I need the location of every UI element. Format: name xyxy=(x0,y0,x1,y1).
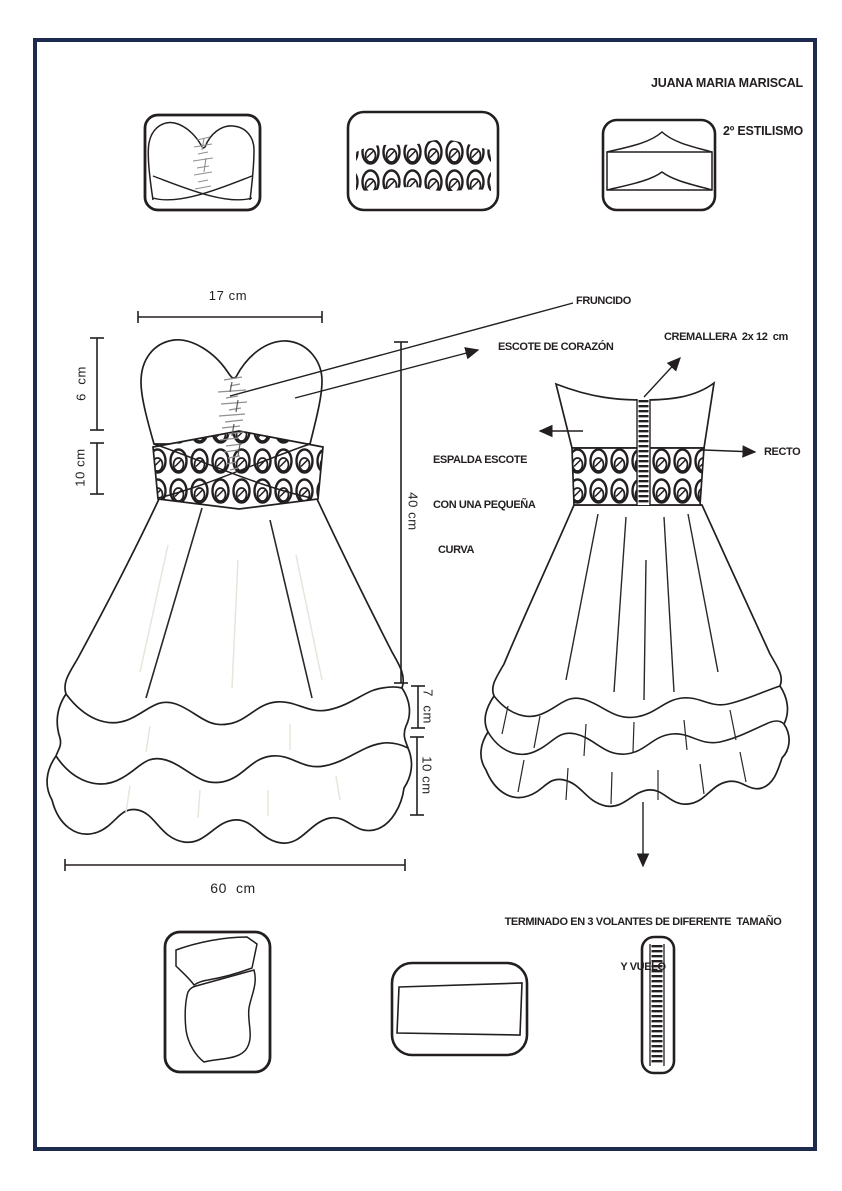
detail-box-skirt-panel xyxy=(390,961,529,1057)
dim-line-10cm-right xyxy=(410,736,424,816)
detail-box-front-bodice xyxy=(143,113,262,212)
author-name: JUANA MARIA MARISCAL xyxy=(650,76,803,90)
leader-recto xyxy=(703,445,757,458)
callout-espalda-line3: CURVA xyxy=(438,544,475,556)
dim-line-7cm xyxy=(411,685,425,729)
front-bodice-outline xyxy=(140,339,323,445)
back-fold-lines xyxy=(565,513,719,701)
sheet-header: JUANA MARIA MARISCAL 2º ESTILISMO xyxy=(651,43,803,171)
dim-line-17cm xyxy=(137,311,323,323)
front-fold-lines xyxy=(145,507,313,699)
callout-recto: RECTO xyxy=(764,446,801,458)
dim-label-10cm-left: 10 cm xyxy=(72,448,88,487)
back-tier-ticks xyxy=(501,705,747,805)
gather-strokes-mini xyxy=(192,136,214,190)
leader-fruncido xyxy=(229,302,574,397)
front-view-drawing xyxy=(46,339,413,844)
front-tier1-seam xyxy=(65,686,403,726)
callout-espalda: ESPALDA ESCOTE CON UNA PEQUEÑA CURVA xyxy=(433,423,536,588)
front-faint-folds xyxy=(125,544,341,819)
dim-label-40cm: 40 cm xyxy=(405,492,421,531)
back-tier2-seam xyxy=(487,720,785,756)
back-skirt-outline xyxy=(480,504,790,808)
callout-espalda-line2: CON UNA PEQUEÑA xyxy=(433,499,536,511)
dim-label-6cm: 6 cm xyxy=(73,366,89,401)
dim-label-17cm: 17 cm xyxy=(208,288,248,303)
front-skirt-outline xyxy=(46,498,413,844)
detail-box-ruffle-pieces xyxy=(163,930,272,1074)
course-title: 2º ESTILISMO xyxy=(723,124,803,138)
front-tier2-seam xyxy=(55,741,409,785)
dim-label-10cm-right: 10 cm xyxy=(419,756,435,795)
back-view-drawing xyxy=(480,381,790,808)
dim-label-7cm: 7 cm xyxy=(420,689,436,724)
page-border xyxy=(33,38,817,1151)
dim-line-40cm xyxy=(394,341,408,684)
back-tier1-seam xyxy=(493,685,781,719)
dim-line-10cm-left xyxy=(90,442,104,495)
back-bodice-outline xyxy=(554,381,716,449)
callout-espalda-line1: ESPALDA ESCOTE xyxy=(433,454,528,466)
callout-terminado: TERMINADO EN 3 VOLANTES DE DIFERENTE TAM… xyxy=(421,885,842,1005)
dim-line-60cm xyxy=(64,859,406,871)
dim-label-60cm: 60 cm xyxy=(210,880,256,896)
callout-terminado-line1: TERMINADO EN 3 VOLANTES DE DIFERENTE TAM… xyxy=(504,916,782,928)
callout-leaders xyxy=(229,302,757,868)
dim-line-6cm xyxy=(90,337,104,431)
back-zipper xyxy=(636,399,651,505)
detail-box-zipper xyxy=(640,935,676,1075)
front-gather-strokes xyxy=(217,376,248,471)
leader-cremallera xyxy=(643,356,681,398)
leader-escote-corazon xyxy=(294,347,480,399)
sequin-band-sample xyxy=(356,139,491,192)
detail-box-back-panel xyxy=(601,118,717,212)
front-sequin-waistband xyxy=(152,430,324,510)
detail-box-sequin-band xyxy=(346,110,500,212)
dimension-lines xyxy=(64,311,425,871)
callout-cremallera: CREMALLERA 2x 12 cm xyxy=(664,331,788,343)
callout-escote-corazon: ESCOTE DE CORAZÓN xyxy=(498,341,614,353)
callout-fruncido: FRUNCIDO xyxy=(576,295,631,307)
callout-terminado-line2: Y VUELO xyxy=(620,961,666,973)
